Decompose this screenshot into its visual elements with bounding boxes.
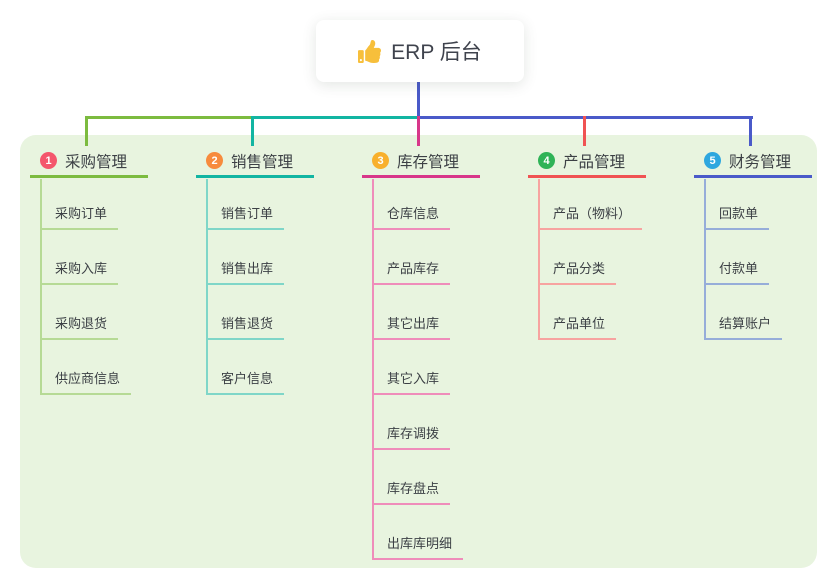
child-node[interactable]: 采购入库	[40, 257, 119, 285]
root-title: ERP 后台	[391, 41, 482, 64]
child-node[interactable]: 库存调拨	[372, 422, 451, 450]
children-vline	[206, 179, 208, 395]
child-node[interactable]: 库存盘点	[372, 477, 451, 505]
branch-drop-line	[417, 116, 420, 146]
child-node[interactable]: 采购退货	[40, 312, 119, 340]
branch-drop-line	[749, 116, 752, 146]
mindmap-canvas	[20, 135, 817, 568]
child-node[interactable]: 销售订单	[206, 202, 285, 230]
branch-number-badge: 4	[538, 152, 555, 169]
children-vline	[372, 179, 374, 560]
branch-node-4[interactable]: 4 产品管理	[528, 146, 646, 178]
child-node[interactable]: 仓库信息	[372, 202, 451, 230]
child-node[interactable]: 销售出库	[206, 257, 285, 285]
child-node[interactable]: 产品分类	[538, 257, 617, 285]
branch-node-3[interactable]: 3 库存管理	[362, 146, 480, 178]
child-node[interactable]: 供应商信息	[40, 367, 132, 395]
child-node[interactable]: 出库库明细	[372, 532, 464, 560]
branch-node-1[interactable]: 1 采购管理	[30, 146, 148, 178]
child-node[interactable]: 付款单	[704, 257, 770, 285]
child-node[interactable]: 回款单	[704, 202, 770, 230]
child-node[interactable]: 客户信息	[206, 367, 285, 395]
child-node[interactable]: 采购订单	[40, 202, 119, 230]
child-node[interactable]: 结算账户	[704, 312, 783, 340]
branch-number-badge: 5	[704, 152, 721, 169]
children-vline	[538, 179, 540, 340]
branch-label: 销售管理	[231, 153, 294, 171]
branch-label: 采购管理	[65, 153, 128, 171]
branch-drop-line	[583, 116, 586, 146]
bus-segment-1	[85, 116, 253, 119]
branch-number-badge: 2	[206, 152, 223, 169]
child-node[interactable]: 其它入库	[372, 367, 451, 395]
trunk-line	[417, 82, 420, 119]
child-node[interactable]: 产品单位	[538, 312, 617, 340]
children-vline	[704, 179, 706, 340]
branch-drop-line	[85, 116, 88, 146]
bus-segment-2	[251, 116, 419, 119]
child-node[interactable]: 销售退货	[206, 312, 285, 340]
branch-node-2[interactable]: 2 销售管理	[196, 146, 314, 178]
branch-drop-line	[251, 116, 254, 146]
child-node[interactable]: 产品库存	[372, 257, 451, 285]
branch-number-badge: 3	[372, 152, 389, 169]
branch-label: 库存管理	[397, 153, 460, 171]
children-vline	[40, 179, 42, 395]
branch-label: 产品管理	[563, 153, 626, 171]
branch-number-badge: 1	[40, 152, 57, 169]
child-node[interactable]: 其它出库	[372, 312, 451, 340]
root-node[interactable]: ERP 后台	[316, 20, 524, 82]
branch-label: 财务管理	[729, 153, 792, 171]
child-node[interactable]: 产品（物料）	[538, 202, 643, 230]
thumbs-up-icon	[358, 39, 382, 63]
branch-node-5[interactable]: 5 财务管理	[694, 146, 812, 178]
